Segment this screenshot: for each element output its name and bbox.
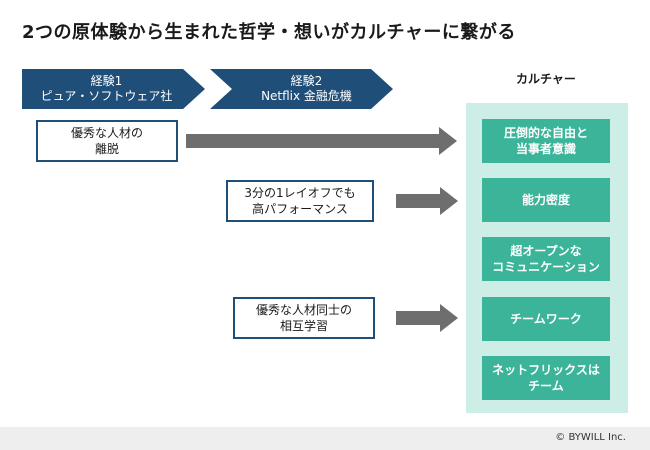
copyright-text: © BYWILL Inc.: [555, 432, 626, 443]
culture-item-talent-density-line1: 能力密度: [521, 193, 570, 207]
mutual-learning-box: 優秀な人材同士の 相互学習: [233, 297, 375, 339]
culture-item-netflix-team: ネットフリックスは チーム: [482, 356, 610, 400]
page-title: 2つの原体験から生まれた哲学・想いがカルチャーに繋がる: [22, 22, 516, 43]
culture-item-netflix-team-line2: チーム: [528, 379, 564, 393]
layoff-performance-box: 3分の1レイオフでも 高パフォーマンス: [226, 180, 374, 222]
layoff-performance-line1: 3分の1レイオフでも: [244, 186, 356, 200]
mutual-learning-line1: 優秀な人材同士の: [255, 303, 352, 317]
talent-loss-line2: 離脱: [94, 142, 119, 156]
culture-item-talent-density: 能力密度: [482, 178, 610, 222]
talent-loss-box: 優秀な人材の 離脱: [36, 120, 178, 162]
talent-loss-line1: 優秀な人材の: [70, 126, 143, 140]
experience-2-subtitle: Netflix 金融危機: [261, 89, 352, 103]
arrow-layoff-performance: [396, 187, 458, 215]
culture-header: カルチャー: [516, 72, 576, 86]
experience-1-label: 経験1: [90, 74, 123, 88]
culture-item-open-communication: 超オープンな コミュニケーション: [482, 237, 610, 281]
experience-2-chevron: 経験2 Netflix 金融危機: [210, 69, 393, 109]
culture-item-teamwork-line1: チームワーク: [510, 312, 582, 326]
layoff-performance-line2: 高パフォーマンス: [252, 202, 348, 216]
experience-2-label: 経験2: [290, 74, 323, 88]
culture-item-freedom-line2: 当事者意識: [515, 142, 576, 156]
culture-item-open-communication-line1: 超オープンな: [510, 244, 582, 258]
culture-item-freedom: 圧倒的な自由と 当事者意識: [482, 119, 610, 163]
culture-item-teamwork: チームワーク: [482, 297, 610, 341]
experience-1-subtitle: ピュア・ソフトウェア社: [40, 89, 173, 103]
arrow-talent-loss: [186, 127, 457, 155]
culture-item-netflix-team-line1: ネットフリックスは: [492, 363, 600, 377]
culture-item-open-communication-line2: コミュニケーション: [492, 260, 600, 274]
mutual-learning-line2: 相互学習: [279, 319, 328, 333]
footer-bar: © BYWILL Inc.: [0, 427, 650, 450]
culture-item-freedom-line1: 圧倒的な自由と: [503, 126, 588, 140]
experience-1-chevron: 経験1 ピュア・ソフトウェア社: [22, 69, 205, 109]
arrow-mutual-learning: [396, 304, 458, 332]
